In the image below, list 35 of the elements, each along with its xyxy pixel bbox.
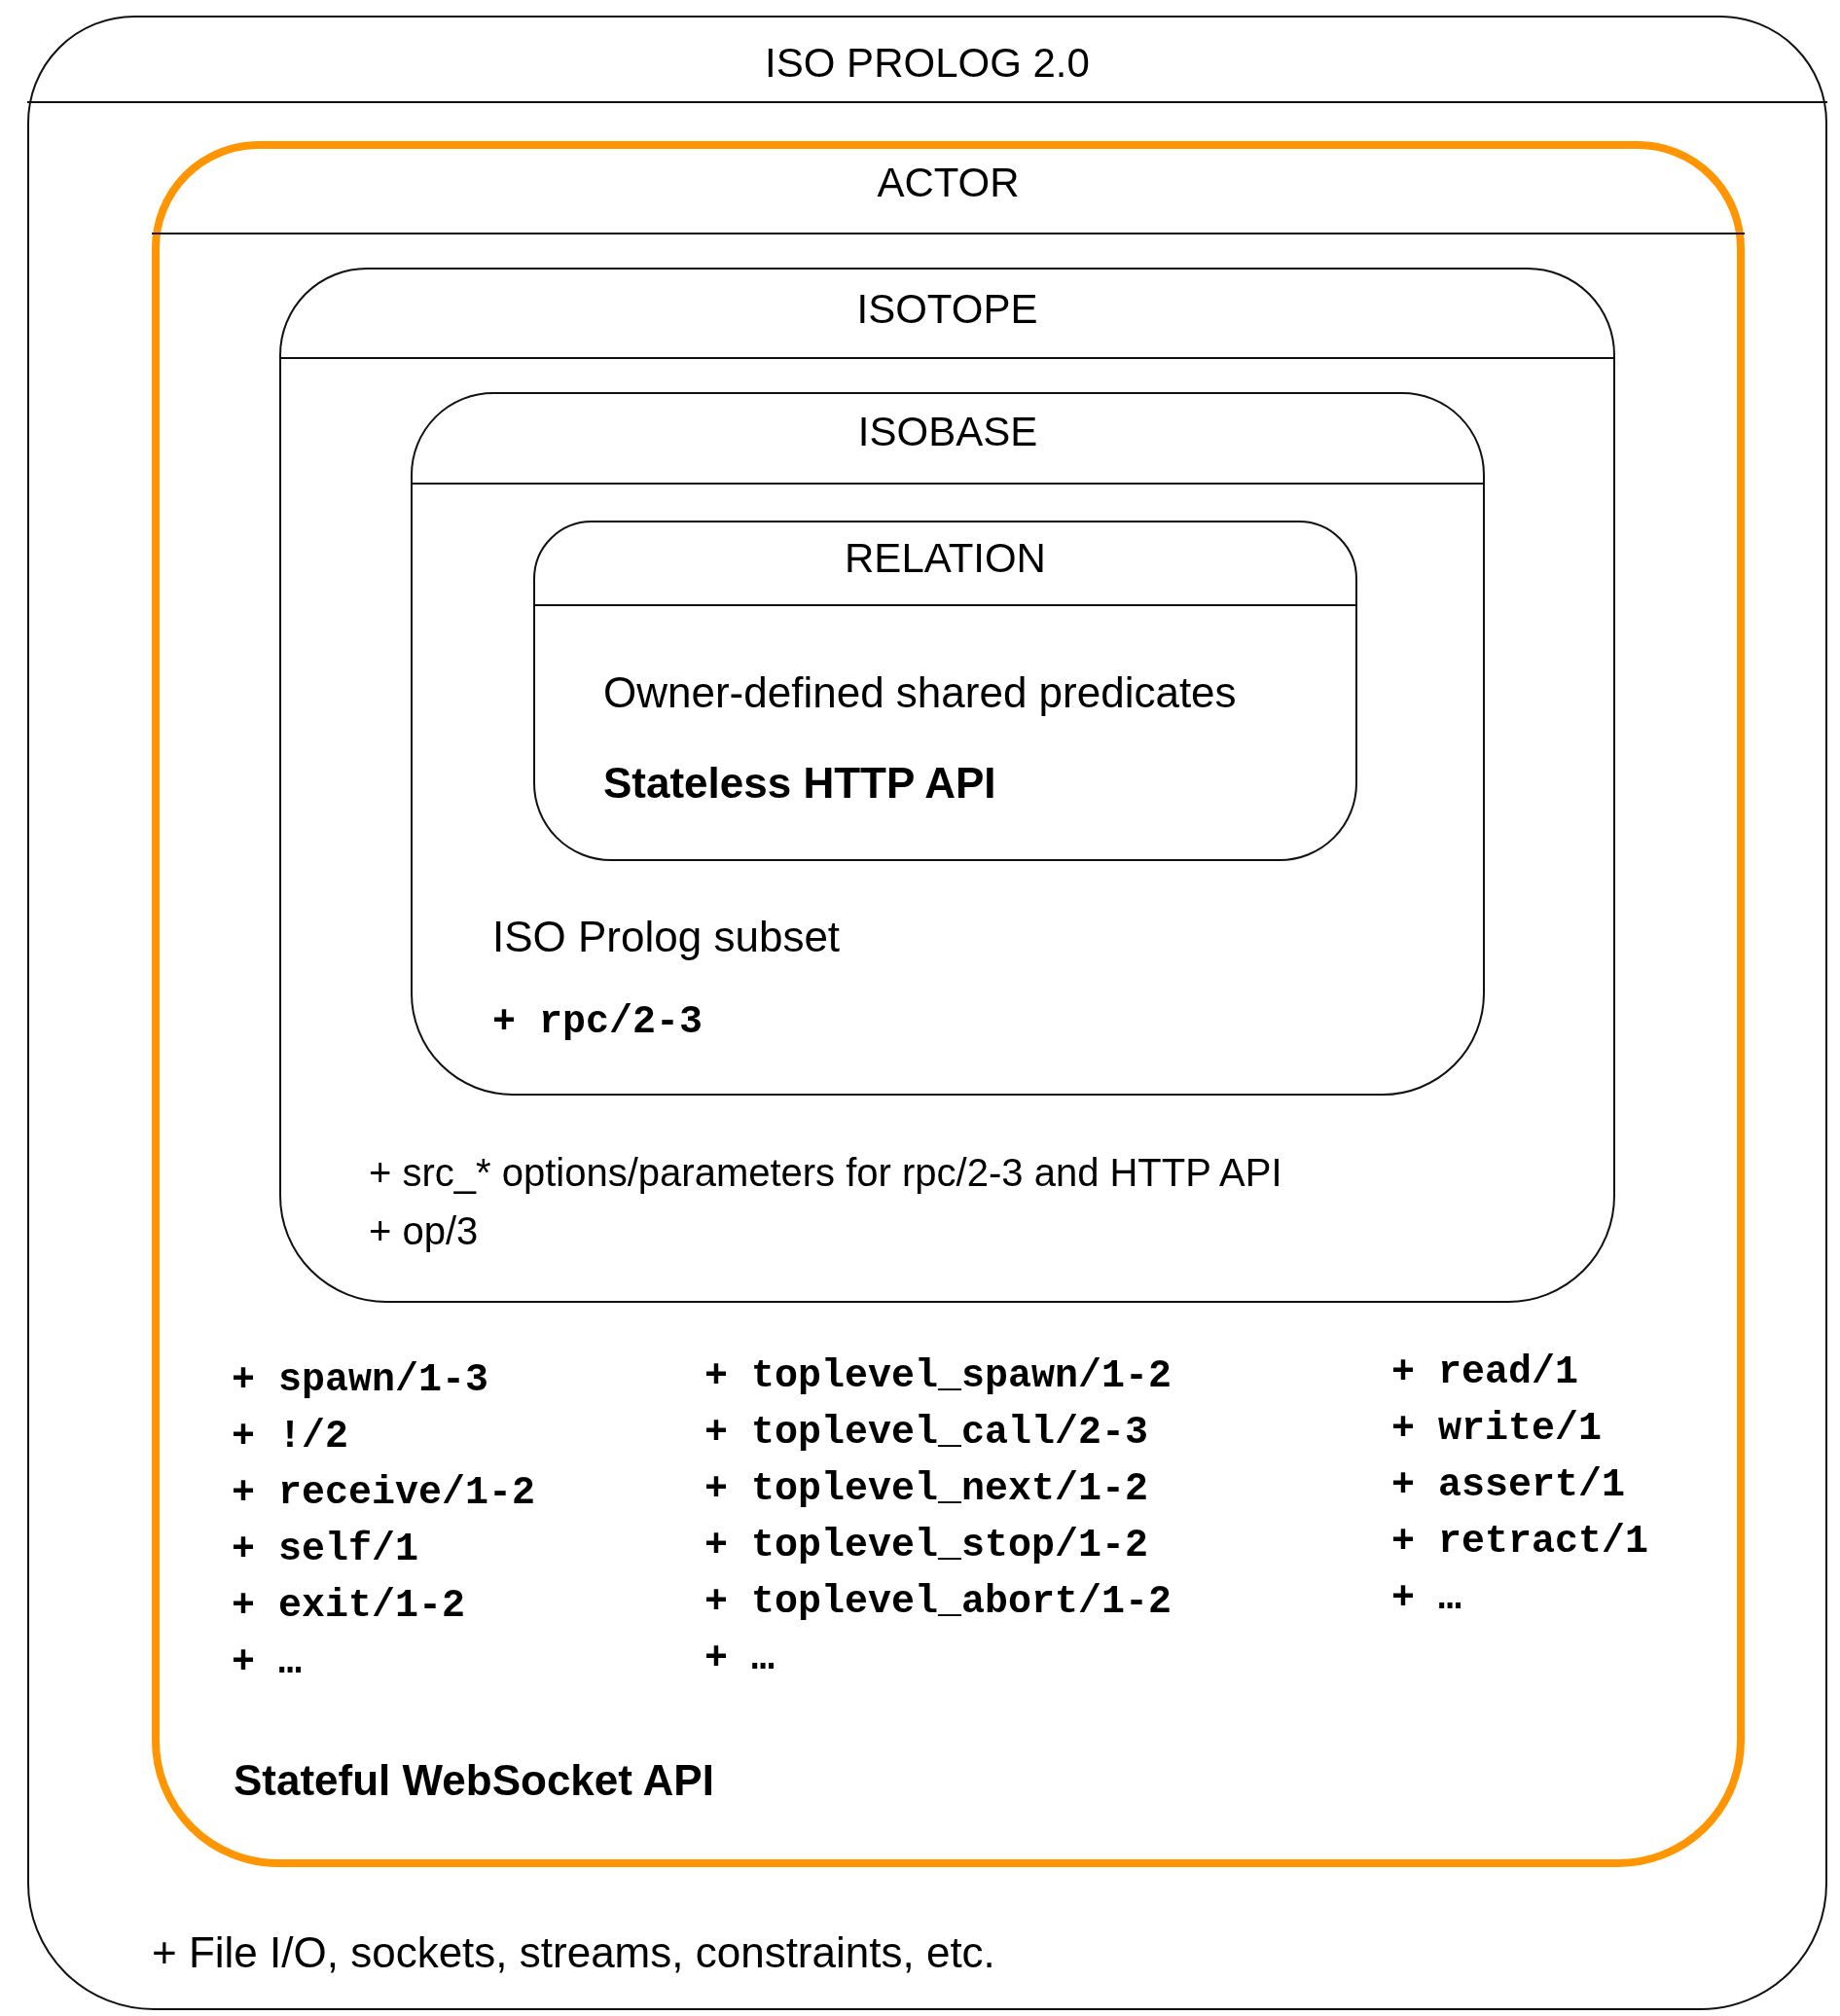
box-title: ISOBASE (856, 408, 1039, 456)
predicate-item: + exit/1-2 (232, 1584, 466, 1629)
predicate-item: + !/2 (232, 1415, 349, 1459)
predicate-item: + read/1 (1391, 1350, 1579, 1395)
rounded-box (411, 392, 1485, 1096)
predicate-item: + … (232, 1640, 302, 1685)
predicate-item: + toplevel_abort/1-2 (704, 1580, 1173, 1625)
box-title: RELATION (844, 534, 1047, 583)
predicate-item: + write/1 (1391, 1407, 1603, 1452)
rounded-box (279, 268, 1615, 1303)
api-label: Stateless HTTP API (603, 758, 996, 809)
predicate-item: + … (704, 1637, 775, 1681)
predicate-item: + self/1 (232, 1528, 419, 1572)
api-label: Stateful WebSocket API (234, 1755, 714, 1806)
body-text: Owner-defined shared predicates (603, 667, 1237, 718)
body-text: + op/3 (369, 1208, 479, 1253)
predicate-item: + assert/1 (1391, 1463, 1626, 1508)
box-title: ACTOR (876, 159, 1021, 207)
body-text: + src_* options/parameters for rpc/2-3 and HTTP API (369, 1150, 1282, 1195)
actor-box (152, 141, 1745, 1867)
predicate-item: + retract/1 (1391, 1520, 1649, 1565)
predicate-item: + rpc/2-3 (492, 1000, 704, 1045)
outer-container-box (27, 16, 1827, 2010)
predicate-item: + … (1391, 1576, 1461, 1621)
predicate-item: + receive/1-2 (232, 1471, 536, 1516)
rounded-box (533, 521, 1357, 861)
predicate-item: + toplevel_stop/1-2 (704, 1524, 1149, 1568)
body-text: + File I/O, sockets, streams, constraints, etc. (152, 1927, 995, 1978)
box-title: ISO PROLOG 2.0 (764, 39, 1091, 88)
predicate-item: + toplevel_call/2-3 (704, 1411, 1149, 1456)
predicate-item: + toplevel_next/1-2 (704, 1467, 1149, 1512)
body-text: ISO Prolog subset (492, 912, 841, 962)
box-title: ISOTOPE (855, 285, 1039, 334)
predicate-item: + toplevel_spawn/1-2 (704, 1354, 1173, 1399)
predicate-item: + spawn/1-3 (232, 1358, 489, 1403)
